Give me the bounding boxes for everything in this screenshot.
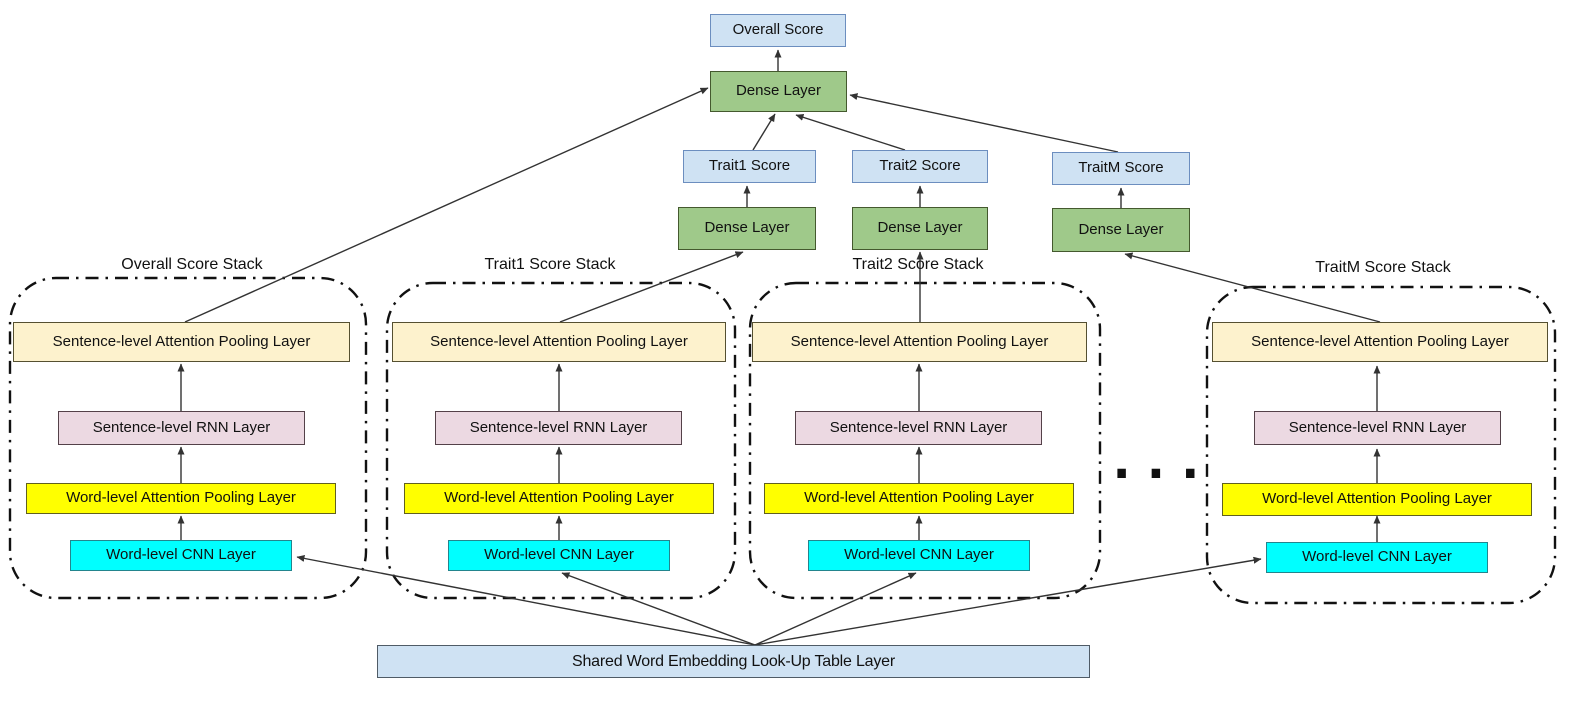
stack-label-trait2: Trait2 Score Stack xyxy=(852,256,984,273)
overall-word-cnn-layer: Word-level CNN Layer xyxy=(70,540,292,571)
embedding-fanout-arrows xyxy=(296,554,1262,646)
overall-word-attention-pooling-layer: Word-level Attention Pooling Layer xyxy=(26,483,336,514)
stack-outline-overall xyxy=(8,276,1557,605)
trait2-sentence-rnn-layer: Sentence-level RNN Layer xyxy=(795,411,1042,445)
trait1-word-cnn-layer: Word-level CNN Layer xyxy=(448,540,670,571)
stack-label-traitM: TraitM Score Stack xyxy=(1315,259,1451,276)
arrow-overallpooling-to-maindense xyxy=(184,87,709,323)
traitM-word-attention-pooling-layer: Word-level Attention Pooling Layer xyxy=(1222,483,1532,516)
trait2-word-attention-pooling-layer: Word-level Attention Pooling Layer xyxy=(764,483,1074,514)
trait2-sentence-attention-pooling-layer: Sentence-level Attention Pooling Layer xyxy=(752,322,1087,362)
trait1-word-attention-pooling-layer: Word-level Attention Pooling Layer xyxy=(404,483,714,514)
stack-label-trait1: Trait1 Score Stack xyxy=(484,256,616,273)
trait1-score-box: Trait1 Score xyxy=(683,150,816,183)
traitM-score-box: TraitM Score xyxy=(1052,152,1190,185)
trait2-dense-layer-box: Dense Layer xyxy=(852,207,988,250)
trait1-sentence-rnn-layer: Sentence-level RNN Layer xyxy=(435,411,682,445)
shared-word-embedding-layer-box: Shared Word Embedding Look-Up Table Laye… xyxy=(377,645,1090,678)
arrow-trait1score-to-maindense xyxy=(752,113,776,151)
overall-sentence-rnn-layer: Sentence-level RNN Layer xyxy=(58,411,305,445)
main-dense-layer-box: Dense Layer xyxy=(710,71,847,112)
ellipsis-between-stacks: ... xyxy=(1106,431,1209,491)
traitM-sentence-attention-pooling-layer: Sentence-level Attention Pooling Layer xyxy=(1212,322,1548,362)
overall-sentence-attention-pooling-layer: Sentence-level Attention Pooling Layer xyxy=(13,322,350,362)
traitM-sentence-rnn-layer: Sentence-level RNN Layer xyxy=(1254,411,1501,445)
arrow-trait1pooling-to-dense1 xyxy=(559,251,744,323)
stack-label-overall: Overall Score Stack xyxy=(121,256,263,273)
arrow-traitMpooling-to-denseM xyxy=(1124,252,1381,323)
traitM-dense-layer-box: Dense Layer xyxy=(1052,208,1190,252)
traitM-word-cnn-layer: Word-level CNN Layer xyxy=(1266,542,1488,573)
trait1-sentence-attention-pooling-layer: Sentence-level Attention Pooling Layer xyxy=(392,322,726,362)
arrow-traitMscore-to-maindense xyxy=(849,93,1119,153)
trait2-word-cnn-layer: Word-level CNN Layer xyxy=(808,540,1030,571)
trait1-dense-layer-box: Dense Layer xyxy=(678,207,816,250)
overall-score-box: Overall Score xyxy=(710,14,846,47)
trait2-score-box: Trait2 Score xyxy=(852,150,988,183)
arrow-trait2score-to-maindense xyxy=(795,113,906,151)
stack-internal-arrows xyxy=(177,363,1381,542)
